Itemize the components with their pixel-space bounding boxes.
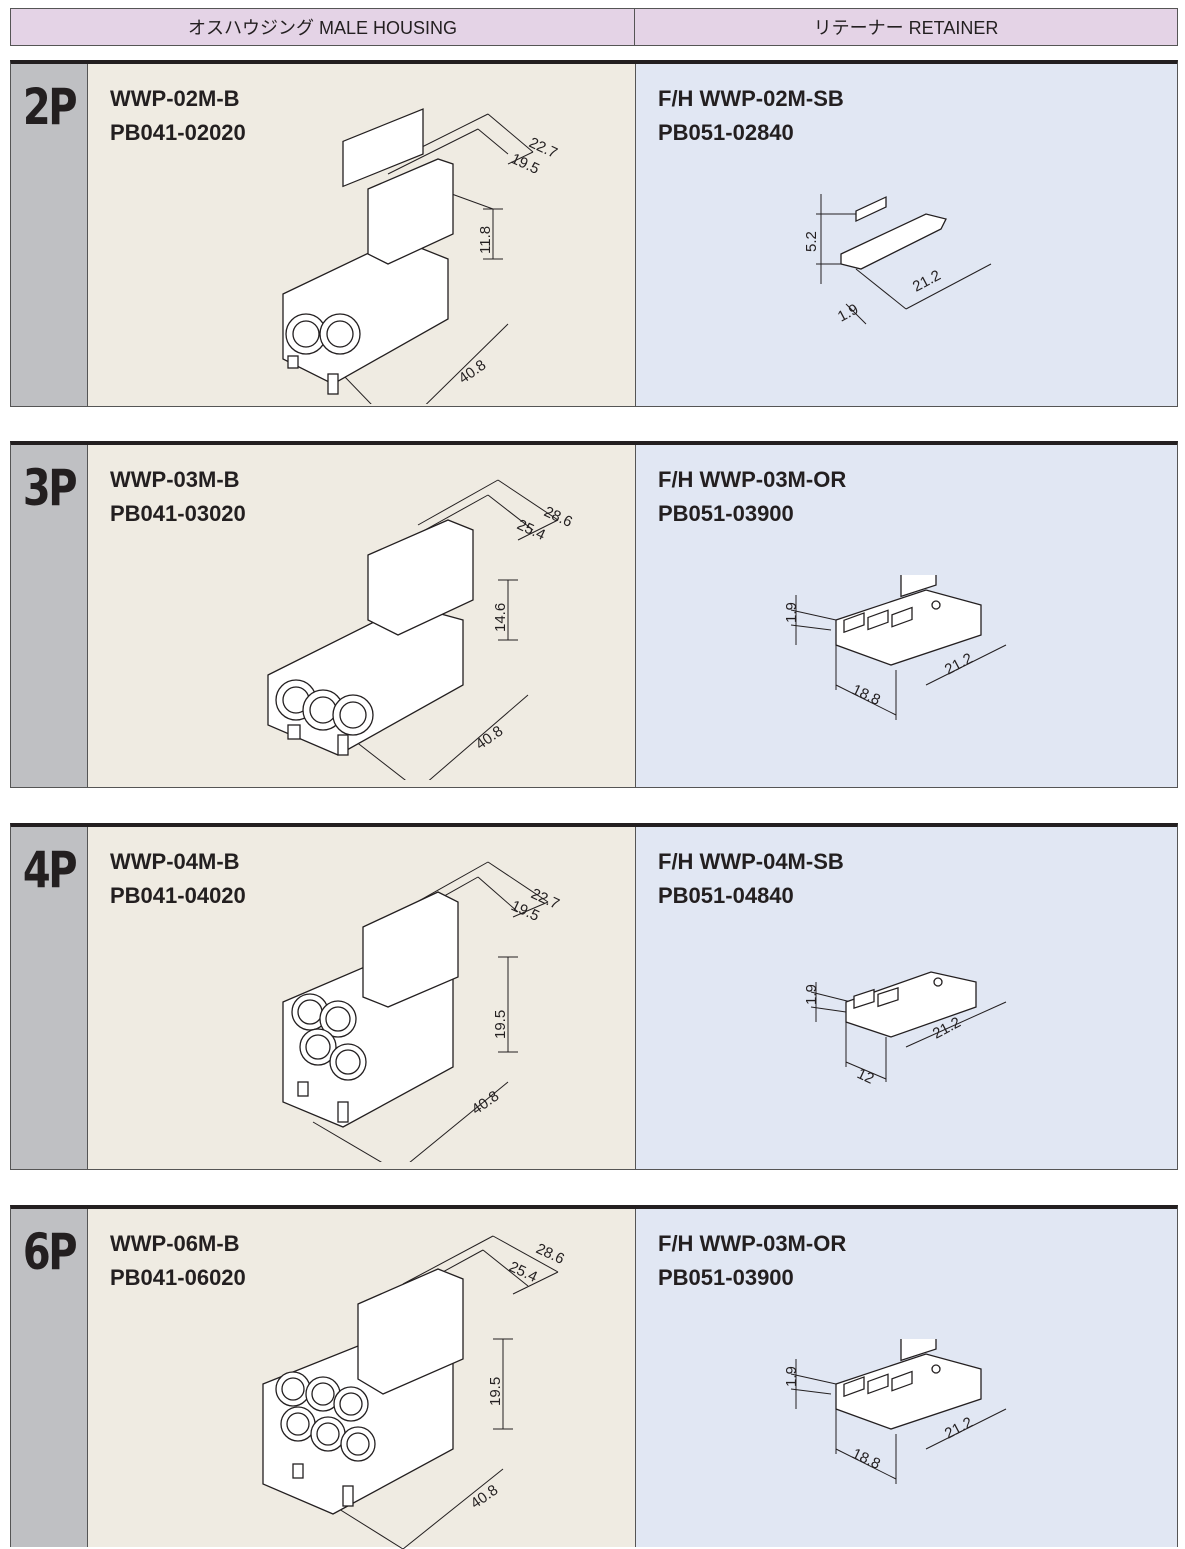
ret-dim-b: 21.2 — [942, 650, 976, 679]
male-housing-cell: WWP-03M-B PB041-03020 28.6 25.4 14.6 40.… — [88, 445, 636, 787]
pin-cell: 6P — [11, 1209, 88, 1547]
male-model: WWP-04M-B — [110, 849, 240, 874]
dim-length: 40.8 — [473, 723, 507, 754]
row-2p: 2P WWP-02M-B PB041-02020 22.7 19.5 11.8 … — [10, 60, 1178, 407]
male-housing-cell: WWP-04M-B PB041-04020 22.7 19.5 19.5 40.… — [88, 827, 636, 1169]
ret-dim-c: 18.8 — [849, 1445, 883, 1473]
retainer-cell: F/H WWP-04M-SB PB051-04840 1.9 21.2 12 — [636, 827, 1177, 1169]
retainer-part-number: PB051-02840 — [658, 120, 794, 145]
ret-dim-a: 1.9 — [803, 984, 820, 1005]
male-housing-drawing: 22.7 19.5 19.5 40.8 — [282, 861, 562, 1162]
retainer-drawing: 5.2 21.2 1.9 — [803, 194, 992, 326]
retainer-model: F/H WWP-02M-SB — [658, 86, 844, 111]
ret-dim-a: 1.9 — [783, 602, 800, 623]
retainer-model: F/H WWP-04M-SB — [658, 849, 844, 874]
male-part-number: PB041-03020 — [110, 501, 246, 526]
pin-label: 2P — [22, 78, 78, 136]
male-part-block: WWP-03M-B PB041-03020 — [110, 463, 246, 531]
dim-height: 19.5 — [487, 1377, 504, 1406]
retainer-part-block: F/H WWP-03M-OR PB051-03900 — [658, 463, 846, 531]
male-model: WWP-02M-B — [110, 86, 240, 111]
retainer-cell: F/H WWP-03M-OR PB051-03900 1.9 21.2 18.8 — [636, 1209, 1177, 1547]
dim-height: 11.8 — [477, 226, 494, 254]
male-part-number: PB041-06020 — [110, 1265, 246, 1290]
header-male-housing: オスハウジング MALE HOUSING — [11, 9, 635, 45]
ret-dim-a: 1.9 — [783, 1366, 800, 1387]
dim-length: 40.8 — [468, 1482, 502, 1513]
male-part-block: WWP-06M-B PB041-06020 — [110, 1227, 246, 1295]
pin-cell: 4P — [11, 827, 88, 1169]
retainer-drawing: 1.9 21.2 12 — [803, 971, 1007, 1088]
retainer-part-number: PB051-04840 — [658, 883, 794, 908]
retainer-model: F/H WWP-03M-OR — [658, 467, 847, 492]
male-housing-cell: WWP-06M-B PB041-06020 28.6 25.4 19.5 40.… — [88, 1209, 636, 1549]
ret-dim-c: 18.8 — [849, 681, 883, 709]
header-retainer: リテーナー RETAINER — [813, 18, 999, 38]
pin-label: 3P — [22, 459, 78, 517]
male-part-number: PB041-04020 — [110, 883, 246, 908]
retainer-part-block: F/H WWP-02M-SB PB051-02840 — [658, 82, 844, 150]
pin-label: 4P — [22, 841, 78, 899]
ret-dim-c: 1.9 — [835, 301, 861, 326]
retainer-drawing: 1.9 21.2 18.8 — [783, 1339, 1007, 1484]
row-3p: 3P WWP-03M-B PB041-03020 28.6 25.4 14.6 … — [10, 441, 1178, 788]
dim-w-outer: 28.6 — [533, 1240, 567, 1268]
retainer-part-block: F/H WWP-03M-OR PB051-03900 — [658, 1227, 846, 1295]
male-part-block: WWP-02M-B PB041-02020 — [110, 82, 246, 150]
male-model: WWP-06M-B — [110, 1231, 240, 1256]
male-model: WWP-03M-B — [110, 467, 240, 492]
male-part-block: WWP-04M-B PB041-04020 — [110, 845, 246, 913]
pin-label: 6P — [22, 1223, 78, 1281]
pin-cell: 3P — [11, 445, 88, 787]
retainer-drawing: 1.9 21.2 18.8 — [783, 575, 1007, 720]
dim-height: 19.5 — [492, 1010, 509, 1039]
dim-length: 40.8 — [456, 357, 490, 388]
ret-dim-b: 21.2 — [942, 1414, 976, 1443]
ret-dim-c: 12 — [854, 1065, 876, 1087]
retainer-part-number: PB051-03900 — [658, 501, 794, 526]
retainer-part-block: F/H WWP-04M-SB PB051-04840 — [658, 845, 844, 913]
male-housing-drawing: 22.7 19.5 11.8 40.8 — [282, 108, 560, 404]
row-4p: 4P WWP-04M-B PB041-04020 22.7 19.5 19.5 … — [10, 823, 1178, 1170]
retainer-model: F/H WWP-03M-OR — [658, 1231, 847, 1256]
row-6p: 6P WWP-06M-B PB041-06020 28.6 25.4 19.5 — [10, 1205, 1178, 1549]
male-part-number: PB041-02020 — [110, 120, 246, 145]
retainer-cell: F/H WWP-02M-SB PB051-02840 5.2 21.2 1.9 — [636, 64, 1177, 406]
retainer-part-number: PB051-03900 — [658, 1265, 794, 1290]
table-header: オスハウジング MALE HOUSING リテーナー RETAINER — [10, 8, 1178, 46]
ret-dim-a: 5.2 — [803, 231, 820, 252]
male-housing-drawing: 28.6 25.4 14.6 40.8 — [267, 479, 575, 780]
pin-cell: 2P — [11, 64, 88, 406]
dim-height: 14.6 — [492, 603, 509, 632]
retainer-cell: F/H WWP-03M-OR PB051-03900 1.9 21.2 18.8 — [636, 445, 1177, 787]
dim-length: 40.8 — [469, 1088, 503, 1119]
male-housing-drawing: 28.6 25.4 19.5 40.8 — [262, 1235, 567, 1549]
male-housing-cell: WWP-02M-B PB041-02020 22.7 19.5 11.8 40.… — [88, 64, 636, 406]
